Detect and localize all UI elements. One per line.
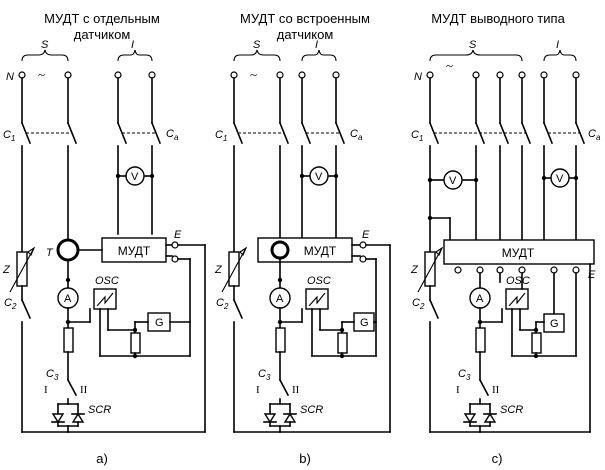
resistor-a2 [130, 332, 141, 354]
voltmeter-label-b: V [315, 171, 323, 183]
label-c3-a: C3 [46, 368, 59, 382]
diagram-c: S I ~ N C1 Ca V [410, 39, 601, 433]
label-z-b: Z [214, 264, 223, 276]
brace-i-a [117, 49, 153, 62]
title-c-line1: МУДТ выводного типа [431, 11, 565, 26]
label-e-c: E [588, 269, 596, 281]
sensor-t-a [56, 238, 80, 262]
mudt-box-a [101, 237, 167, 263]
label-z-a: Z [2, 264, 11, 276]
terminal-n-a [18, 71, 26, 79]
title-b-line2: датчиком [277, 27, 334, 42]
voltmeter-label-c1: V [449, 175, 457, 187]
label-scr-b: SCR [300, 404, 323, 416]
resistor-a1 [63, 327, 74, 353]
tilde-a: ~ [38, 67, 45, 82]
voltmeter-c1 [443, 170, 463, 190]
label-s-b: S [253, 39, 261, 51]
label-n-a: N [6, 71, 14, 83]
brace-s-a [21, 49, 69, 62]
label-i-c: I [556, 39, 559, 51]
label-n-c: N [414, 71, 422, 83]
diagram-a: S I ~ N C1 Ca V Z [2, 39, 206, 433]
label-t-a: T [46, 247, 54, 259]
label-roman2-a: II [80, 384, 88, 396]
label-e-a: E [174, 229, 182, 241]
mudt-label-c: МУДТ [502, 246, 535, 260]
voltmeter-b [309, 166, 329, 186]
ammeter-label-a: A [64, 293, 72, 305]
title-b-line1: МУДТ со встроенным [240, 11, 370, 26]
label-osc-b: OSC [307, 275, 331, 287]
ammeter-label-c: A [476, 293, 484, 305]
voltmeter-a [125, 166, 145, 186]
resistor-c1 [475, 327, 486, 353]
label-c1-a: C1 [3, 129, 15, 143]
label-roman1-c: I [456, 384, 460, 396]
resistor-b1 [275, 327, 286, 353]
label-scr-a: SCR [88, 404, 111, 416]
label-ca-c: Ca [588, 128, 601, 142]
mudt-label-a: МУДТ [118, 244, 151, 258]
label-e-b: E [362, 229, 370, 241]
label-z-c: Z [410, 264, 419, 276]
label-scr-c: SCR [500, 404, 523, 416]
resistor-b2 [337, 332, 348, 354]
tilde-c: ~ [446, 58, 453, 73]
label-c3-b: C3 [258, 368, 271, 382]
title-a-line1: МУДТ с отдельным [44, 11, 160, 26]
ammeter-label-b: A [276, 293, 284, 305]
label-roman1-a: I [44, 384, 48, 396]
label-roman2-c: II [492, 384, 500, 396]
mudt-label-b: МУДТ [304, 244, 337, 258]
label-roman1-b: I [256, 384, 260, 396]
caption-c: c) [492, 451, 503, 466]
resistor-c2 [531, 332, 542, 354]
label-s-c: S [469, 39, 477, 51]
voltmeter-c2 [550, 168, 570, 188]
scr-2-a [71, 412, 85, 423]
generator-label-b: G [360, 317, 369, 329]
generator-label-c: G [550, 318, 559, 330]
terminal-i1-a [114, 71, 122, 79]
label-c2-a: C2 [4, 297, 17, 311]
label-roman2-b: II [292, 384, 300, 396]
mudt-box-c [443, 239, 595, 265]
label-c1-b: C1 [215, 129, 227, 143]
label-ca-b: Ca [350, 128, 363, 142]
label-osc-c: OSC [506, 275, 530, 287]
tilde-b: ~ [250, 67, 257, 82]
caption-a: a) [96, 451, 108, 466]
label-s-a: S [41, 39, 49, 51]
label-c2-c: C2 [412, 297, 425, 311]
label-c3-c: C3 [458, 368, 471, 382]
caption-b: b) [299, 451, 311, 466]
sensor-builtin-b [270, 240, 290, 260]
diagram-b: S I ~ C1 Ca V Z C2 [214, 39, 391, 433]
label-i-a: I [131, 39, 134, 51]
label-c2-b: C2 [216, 297, 229, 311]
voltmeter-label-a: V [131, 171, 139, 183]
label-ca-a: Ca [166, 128, 179, 142]
label-c1-c: C1 [411, 129, 423, 143]
label-osc-a: OSC [95, 275, 119, 287]
terminal-l-a [64, 71, 72, 79]
voltmeter-label-c2: V [556, 173, 564, 185]
scr-1-a [51, 413, 65, 424]
title-a-line2: датчиком [74, 27, 131, 42]
label-i-b: I [315, 39, 318, 51]
generator-g-c [543, 313, 565, 333]
generator-label-a: G [155, 317, 164, 329]
terminal-i2-a [148, 71, 156, 79]
